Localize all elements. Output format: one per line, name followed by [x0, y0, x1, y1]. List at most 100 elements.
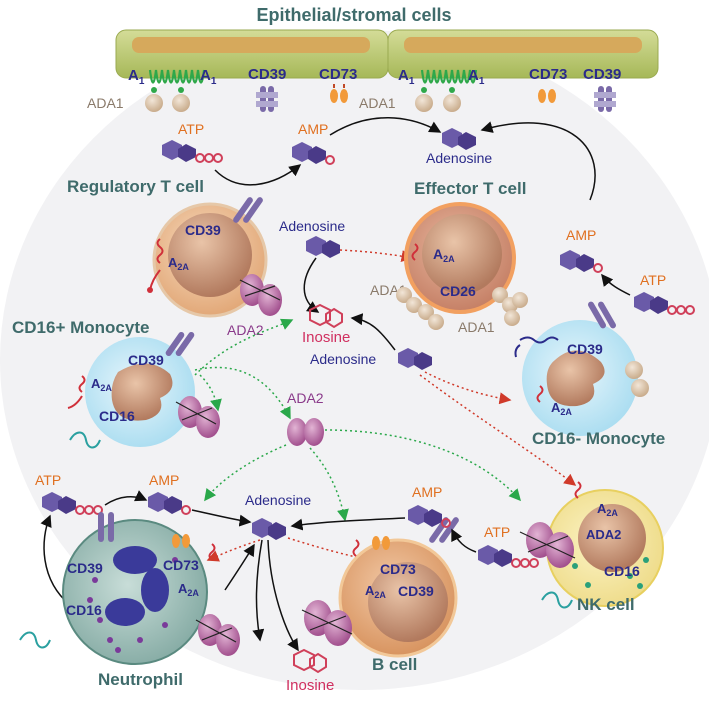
- neutrophil-label: Neutrophil: [98, 670, 183, 689]
- ada2-blob-neut: [195, 614, 240, 656]
- amp-label-bcell: AMP: [412, 484, 442, 500]
- inosine-label-bottom: Inosine: [286, 677, 334, 694]
- amp-label-neut: AMP: [149, 472, 179, 488]
- cd16-label-cd16pos: CD16: [99, 408, 135, 424]
- svg-text:A2A: A2A: [433, 246, 455, 264]
- adenosine-molecule-icon: [398, 348, 432, 370]
- a2a-sub-neut: 2A: [187, 588, 199, 598]
- svg-text:A2A: A2A: [551, 400, 572, 417]
- a1-sub-1: 1: [139, 76, 145, 87]
- amp-molecule-icon: [148, 492, 191, 515]
- ada1-label-right: ADA1: [359, 95, 396, 111]
- a2a-label-teff: A: [433, 246, 443, 262]
- antibody-icon: [19, 631, 51, 649]
- atp-molecule-icon: [478, 545, 539, 568]
- teff-label: Effector T cell: [414, 179, 526, 198]
- adenosine-molecule-icon: [442, 128, 476, 150]
- atp-label-top: ATP: [178, 121, 204, 137]
- cd16pos-monocyte-label: CD16+ Monocyte: [12, 318, 149, 337]
- a1-label-2: A: [200, 67, 211, 84]
- adenosine-label-mid: Adenosine: [279, 218, 345, 234]
- a2a-receptor-teff: [411, 243, 419, 261]
- svg-text:A1: A1: [398, 67, 415, 87]
- atp-molecule-icon: [42, 492, 103, 515]
- inosine-molecule-icon: [309, 303, 343, 329]
- ada2-label-free: ADA2: [287, 390, 324, 406]
- cd39-label-epi-right: CD39: [583, 66, 621, 83]
- adenosine-molecule-icon: [252, 518, 286, 540]
- antibody-icon: [541, 591, 573, 609]
- svg-text:A2A: A2A: [178, 581, 199, 598]
- cd39-enzyme-bcell: [429, 517, 459, 543]
- adenosine-molecule-icon: [306, 236, 340, 258]
- cd73-enzyme-epi-right: [538, 89, 556, 103]
- cd39-label-cd16pos: CD39: [128, 352, 164, 368]
- cd16-label-neut: CD16: [66, 602, 102, 618]
- ada2-blob-nk: [519, 522, 576, 568]
- amp-molecule-icon: [292, 142, 335, 165]
- amp-label-right: AMP: [566, 227, 596, 243]
- ada1-label-mid-bottom: ADA1: [458, 319, 495, 335]
- cd39-label-cd16neg: CD39: [567, 341, 603, 357]
- effector-t-cell: [404, 202, 516, 314]
- adenosine-label-top: Adenosine: [426, 150, 492, 166]
- cd39-enzyme-treg: [233, 197, 263, 223]
- nk-cell: [546, 489, 664, 607]
- cd16-label-nk: CD16: [604, 563, 640, 579]
- ada1-label-left: ADA1: [87, 95, 124, 111]
- treg-label: Regulatory T cell: [67, 177, 204, 196]
- a1-sub-2: 1: [211, 76, 217, 87]
- cd39-enzyme-cd16pos: [165, 331, 195, 357]
- ada2-blob-free: [287, 418, 324, 446]
- a2a-sub-treg: 2A: [177, 262, 189, 272]
- a2a-label-nk: A: [597, 501, 607, 516]
- ada2-blob-treg: [239, 274, 282, 316]
- ada2-blob-bcell: [301, 600, 353, 646]
- ada2-label-nk: ADA2: [586, 527, 621, 542]
- ada1-cd26-cluster: [396, 287, 528, 330]
- a2a-label-treg: A: [168, 255, 178, 270]
- cd73-enzyme-neut: [172, 534, 190, 548]
- a2a-label-cd16pos: A: [91, 376, 101, 391]
- a2a-sub-bcell: 2A: [374, 590, 386, 600]
- cd39-enzyme-neut: [98, 512, 114, 542]
- a2a-sub-cd16pos: 2A: [100, 383, 112, 393]
- cd73-label-bcell: CD73: [380, 561, 416, 577]
- a2a-label-neut: A: [178, 581, 188, 596]
- cd16pos-monocyte: [85, 337, 195, 447]
- a2a-label-bcell: A: [365, 583, 375, 598]
- atp-label-bcell: ATP: [484, 524, 510, 540]
- cd73-label-neut: CD73: [163, 557, 199, 573]
- a1-receptor-left: [148, 69, 206, 84]
- cd73-label-epi-right: CD73: [529, 66, 567, 83]
- atp-molecule-icon: [634, 292, 695, 315]
- a2a-label-cd16neg: A: [551, 400, 561, 415]
- svg-text:A1: A1: [468, 67, 485, 87]
- adenosine-label-bottom: Adenosine: [245, 492, 311, 508]
- nkcell-label: NK cell: [577, 595, 635, 614]
- amp-molecule-icon: [408, 505, 451, 528]
- svg-text:A2A: A2A: [168, 255, 189, 272]
- cd16neg-monocyte: [522, 320, 638, 436]
- ada1-blob: [415, 94, 433, 112]
- a1-label-1: A: [128, 67, 139, 84]
- ada2-label-treg: ADA2: [227, 322, 264, 338]
- cd73-label-epi-left: CD73: [319, 66, 357, 83]
- cd73-enzyme-bcell: [372, 536, 390, 550]
- a1-sub-3: 1: [409, 76, 415, 87]
- cd16neg-monocyte-label: CD16- Monocyte: [532, 429, 665, 448]
- svg-text:A2A: A2A: [597, 501, 618, 518]
- a2a-sub-cd16neg: 2A: [560, 407, 572, 417]
- regulatory-t-cell: [152, 202, 268, 318]
- atp-label-neut: ATP: [35, 472, 61, 488]
- cd39-label-neut: CD39: [67, 560, 103, 576]
- inosine-molecule-icon: [293, 648, 327, 674]
- inosine-label-mid: Inosine: [302, 329, 350, 346]
- a1-sub-4: 1: [479, 76, 485, 87]
- cd39-enzyme-cd16neg: [588, 301, 616, 329]
- svg-text:A2A: A2A: [91, 376, 112, 393]
- ada1-blob: [145, 94, 163, 112]
- atp-label-right: ATP: [640, 272, 666, 288]
